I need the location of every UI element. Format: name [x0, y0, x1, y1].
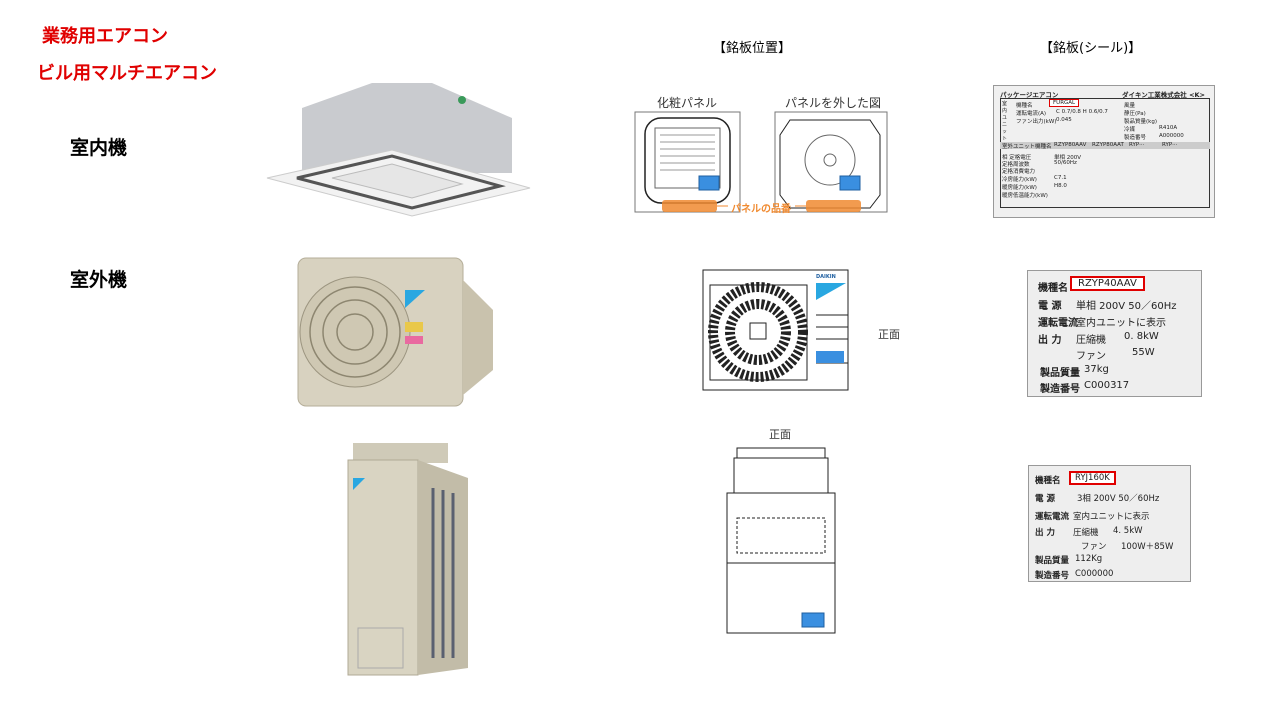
plate-fan: 0.045	[1056, 117, 1072, 123]
panel-part-number-label: パネルの品番	[731, 204, 791, 215]
plate-header-left: パッケージエアコン	[1000, 91, 1059, 99]
plate-fan-label: ファン出力(kW)	[1016, 119, 1057, 125]
outdoor-front-label: 正面	[878, 328, 900, 341]
plate-fan: 100W＋85W	[1121, 542, 1174, 552]
plate-heat: H8.0	[1054, 183, 1067, 189]
daikin-logo-text: DAIKIN	[816, 274, 836, 280]
plate-outdoor-model: RYP···	[1162, 142, 1178, 148]
plate-header-right: ダイキン工業株式会社 <K>	[1122, 91, 1205, 99]
plate-compressor-label: 圧縮機	[1073, 528, 1099, 538]
indoor-plate-position-diagram	[634, 111, 888, 213]
title-building-multi: ビル用マルチエアコン	[37, 63, 217, 84]
plate-weight: 37kg	[1084, 364, 1109, 375]
header-plate-position: 【銘板位置】	[713, 41, 792, 56]
plate-output-label: 出 力	[1038, 335, 1062, 346]
plate-outdoor-model: RZYP80AAT	[1092, 142, 1124, 148]
plate-outdoor-row-label: 室外ユニット機種名	[1002, 144, 1052, 150]
plate-power: 単相 200V	[1054, 155, 1082, 161]
plate-compressor: 0. 8kW	[1124, 331, 1159, 342]
plate-current-label: 運転電流(A)	[1016, 111, 1047, 117]
plate-model-label: 機種名	[1038, 283, 1068, 294]
plate-fan-label: ファン	[1081, 542, 1107, 552]
plate-wind: 風量	[1124, 103, 1136, 109]
plate-weight: 製品質量(kg)	[1124, 119, 1157, 125]
label-indoor: 室内機	[70, 137, 128, 159]
multi-plate-position-diagram	[726, 447, 836, 634]
plate-weight: 112Kg	[1075, 554, 1103, 564]
plate-outdoor-model: RZYP80AAV	[1054, 142, 1087, 148]
plate-side-label: 室内ユニット	[1002, 101, 1008, 142]
plate-power-label: 電 源	[1035, 494, 1055, 504]
nameplate-outdoor: 機種名 RZYP40AAV 電 源 単相 200V 50／60Hz 運転電流 室…	[1027, 270, 1202, 397]
plate-serial-label: 製造番号	[1040, 384, 1080, 395]
outdoor-unit-image	[297, 257, 493, 407]
plate-heat-label: 暖房能力(kW)	[1002, 185, 1037, 191]
plate-refrigerant: R410A	[1159, 125, 1178, 131]
plate-fan-label: ファン	[1076, 351, 1106, 362]
plate-compressor-label: 圧縮機	[1076, 335, 1106, 346]
title-business-aircon: 業務用エアコン	[42, 26, 168, 47]
plate-fan: 55W	[1132, 347, 1155, 358]
plate-freq-label: 定格周波数	[1002, 162, 1030, 168]
nameplate-indoor: パッケージエアコン ダイキン工業株式会社 <K> 室内ユニット 機種名 FURG…	[993, 85, 1215, 218]
plate-heat-low-label: 暖房低温能力(kW)	[1002, 193, 1048, 199]
plate-model-value: RZYP40AAV	[1070, 276, 1145, 291]
plate-freq: 50/60Hz	[1054, 160, 1077, 166]
plate-weight-label: 製品質量	[1040, 368, 1080, 379]
plate-serial-label: 製造番号	[1124, 135, 1147, 141]
plate-serial: C000000	[1075, 569, 1114, 579]
plate-cool: C7.1	[1054, 175, 1067, 181]
building-multi-unit-image	[347, 443, 468, 676]
plate-compressor: 4. 5kW	[1113, 526, 1143, 536]
multi-front-label: 正面	[769, 428, 791, 441]
label-outdoor: 室外機	[70, 269, 128, 291]
plate-model-value: RYJ160K	[1069, 471, 1116, 485]
plate-power: 3相 200V 50／60Hz	[1077, 494, 1160, 504]
plate-current: C 0.7/0.8 H 0.6/0.7	[1056, 109, 1108, 115]
plate-model-value: FURGAL	[1049, 99, 1080, 107]
panel-label: 化粧パネル	[657, 96, 718, 110]
plate-weight-label: 製品質量	[1035, 556, 1070, 566]
header-nameplate: 【銘板(シール)】	[1040, 41, 1142, 56]
plate-serial-label: 製造番号	[1035, 571, 1070, 581]
plate-serial: C000317	[1084, 380, 1130, 391]
plate-consumption-label: 定格消費電力	[1002, 169, 1036, 175]
plate-static: 静圧(Pa)	[1124, 111, 1146, 117]
plate-current-label: 運転電流	[1035, 512, 1070, 522]
nameplate-multi: 機種名 RYJ160K 電 源 3相 200V 50／60Hz 運転電流 室内ユ…	[1028, 465, 1191, 582]
plate-cool-label: 冷房能力(kW)	[1002, 177, 1037, 183]
plate-serial: A000000	[1159, 133, 1184, 139]
plate-current: 室内ユニットに表示	[1073, 512, 1150, 522]
plate-model-label: 機種名	[1035, 476, 1061, 486]
plate-refrigerant-label: 冷媒	[1124, 127, 1136, 133]
panel-removed-label: パネルを外した図	[785, 96, 882, 110]
plate-current-label: 運転電流	[1038, 318, 1078, 329]
outdoor-plate-position-diagram	[702, 269, 849, 391]
plate-model-label: 機種名	[1016, 103, 1033, 109]
plate-power: 単相 200V 50／60Hz	[1076, 301, 1177, 312]
plate-power-label: 電 源	[1038, 301, 1062, 312]
plate-power-label: 相 定格電圧	[1002, 155, 1032, 161]
plate-output-label: 出 力	[1035, 528, 1055, 538]
indoor-cassette-image	[266, 83, 531, 217]
plate-outdoor-model: RYP···	[1129, 142, 1145, 148]
plate-current: 室内ユニットに表示	[1076, 318, 1166, 329]
